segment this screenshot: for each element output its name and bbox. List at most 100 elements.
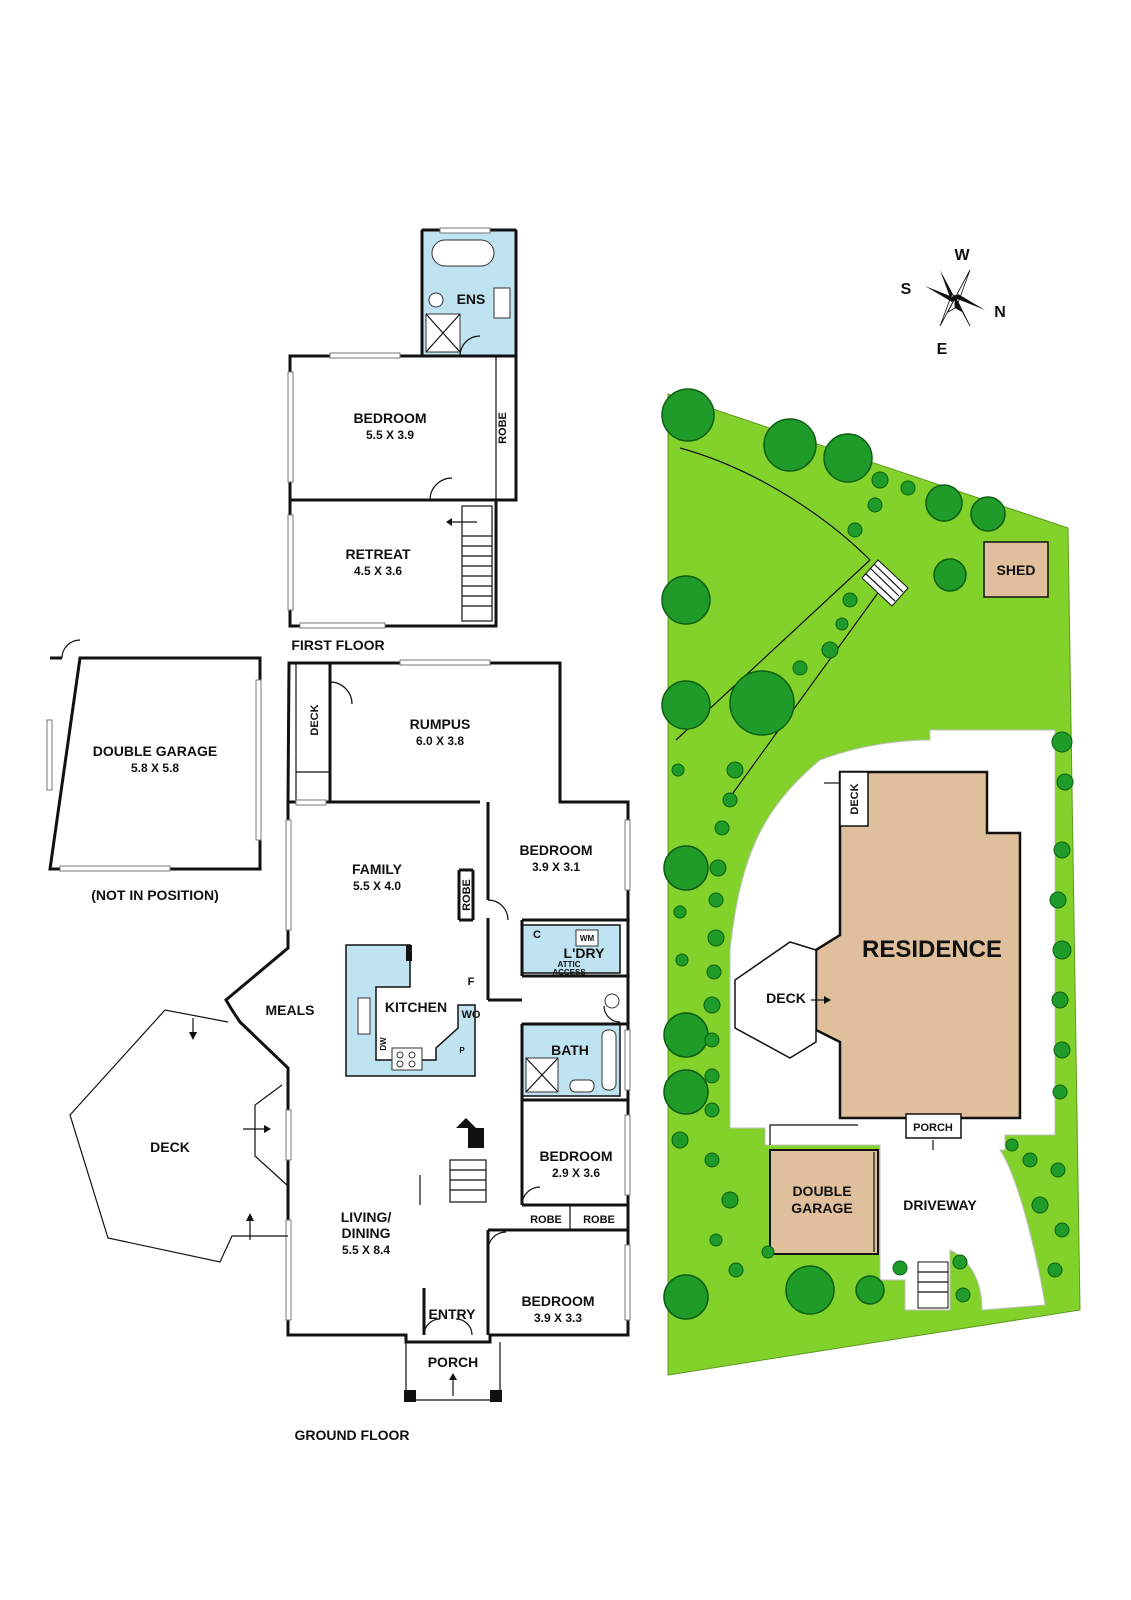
robe-a-label: ROBE: [530, 1214, 562, 1226]
shed-label: SHED: [997, 562, 1036, 578]
not-in-position-label: (NOT IN POSITION): [91, 887, 219, 903]
tree: [661, 388, 715, 442]
robe-b-label: ROBE: [583, 1214, 615, 1226]
cooktop: [391, 1047, 423, 1071]
garage-window: [46, 719, 53, 791]
tree: [663, 1069, 709, 1115]
tree: [663, 845, 709, 891]
tree: [925, 484, 963, 522]
cupboard-label: C: [533, 929, 541, 941]
residence-label: RESIDENCE: [862, 936, 1002, 963]
upper-window: [299, 622, 386, 629]
deck-main-label: DECK: [150, 1139, 190, 1155]
tree: [855, 1275, 885, 1305]
compass-rose: W S N E: [901, 247, 1006, 358]
tree: [785, 1265, 835, 1315]
laundry-label: L'DRY: [564, 945, 606, 961]
tree: [823, 433, 873, 483]
main-deck-outline: [69, 1009, 289, 1263]
fridge-label: F: [468, 976, 475, 988]
bathtub-ground: [601, 1029, 617, 1091]
kitchen-counter: [357, 997, 371, 1035]
front-steps: [917, 1261, 949, 1309]
residence: [814, 770, 1022, 1120]
vanity: [493, 287, 511, 319]
kitchen-area: [345, 944, 476, 1077]
tree: [729, 670, 795, 736]
tree: [663, 1012, 709, 1058]
tree: [970, 496, 1006, 532]
retreat-size: 4.5 X 3.6: [354, 564, 402, 578]
porch-outline: [405, 1342, 501, 1401]
staircase-upper: [446, 505, 493, 622]
shed: [983, 541, 1049, 598]
robe-family-label: ROBE: [461, 879, 473, 911]
upper-window: [287, 371, 294, 483]
compass-e: E: [937, 341, 948, 358]
bedroom-3-name: BEDROOM: [539, 1148, 612, 1164]
compass-w: W: [954, 247, 970, 264]
rumpus-size: 6.0 X 3.8: [416, 734, 464, 748]
retreat-name: RETREAT: [345, 546, 411, 562]
bedroom-4-name: BEDROOM: [521, 1293, 594, 1309]
compass-s: S: [901, 281, 912, 298]
upper-window: [439, 227, 491, 234]
entry-doors: [423, 1318, 473, 1336]
site-plan: SHED RESIDENCE DECK DECK PORCH DOUBLE GA…: [661, 388, 1081, 1376]
garage-door: [59, 865, 171, 872]
tree: [763, 418, 817, 472]
upper-window: [287, 514, 294, 611]
pantry-label: P: [459, 1046, 465, 1055]
bath-label: BATH: [551, 1042, 589, 1058]
family-size: 5.5 X 4.0: [353, 879, 401, 893]
bedroom-3-size: 2.9 X 3.6: [552, 1166, 600, 1180]
bedroom-2-size: 3.9 X 3.1: [532, 860, 580, 874]
first-floor-title: FIRST FLOOR: [291, 637, 384, 653]
site-garage-line-2: GARAGE: [791, 1200, 852, 1216]
attic-label-2: ACCESS: [552, 968, 586, 977]
robe-upper-label: ROBE: [497, 412, 509, 444]
tree: [933, 558, 967, 592]
bedroom-4-size: 3.9 X 3.3: [534, 1311, 582, 1325]
rumpus-name: RUMPUS: [410, 716, 471, 732]
site-double-garage: [769, 1149, 879, 1255]
meals-label: MEALS: [266, 1002, 315, 1018]
ground-floor-title: GROUND FLOOR: [294, 1427, 409, 1443]
deck-top-label: DECK: [849, 783, 861, 814]
garden-steps: [861, 559, 909, 607]
deck-left-label: DECK: [766, 990, 806, 1006]
family-name: FAMILY: [352, 861, 403, 877]
bedroom-upper-size: 5.5 X 3.9: [366, 428, 414, 442]
bathtub: [431, 239, 495, 267]
first-floor: ENS BEDROOM 5.5 X 3.9 ROBE R: [287, 227, 518, 653]
detached-garage: DOUBLE GARAGE 5.8 X 5.8 (NOT IN POSITION…: [46, 639, 262, 903]
dishwasher-label: DW: [379, 1037, 388, 1051]
washing-machine-label: WM: [580, 934, 595, 943]
garage-door: [255, 679, 262, 841]
ground-floor: DECK RUMPUS 6.0 X 3.8 FAMILY 5.5 X 4.0 R…: [69, 659, 631, 1443]
porch-label: PORCH: [428, 1354, 479, 1370]
bedroom-upper-name: BEDROOM: [353, 410, 426, 426]
driveway-label: DRIVEWAY: [903, 1197, 977, 1213]
compass-n: N: [994, 304, 1006, 321]
kitchen-label: KITCHEN: [385, 999, 447, 1015]
site-porch-label: PORCH: [913, 1122, 953, 1134]
site-garage-line-1: DOUBLE: [792, 1183, 851, 1199]
bedroom-2-name: BEDROOM: [519, 842, 592, 858]
wo-label: WO: [462, 1009, 481, 1021]
living-line-1: LIVING/: [341, 1209, 392, 1225]
upper-window: [329, 352, 401, 359]
tree: [663, 1274, 709, 1320]
tree: [661, 680, 711, 730]
entry-label: ENTRY: [429, 1306, 477, 1322]
toilet: [428, 292, 444, 308]
ens-label: ENS: [457, 291, 486, 307]
staircase-ground: [419, 1118, 487, 1205]
site-deck: [734, 941, 817, 1059]
double-garage-name: DOUBLE GARAGE: [93, 743, 217, 759]
attic-label-1: ATTIC: [558, 960, 581, 969]
living-line-2: DINING: [342, 1225, 391, 1241]
tree: [661, 575, 711, 625]
deck-side-label: DECK: [309, 704, 321, 735]
